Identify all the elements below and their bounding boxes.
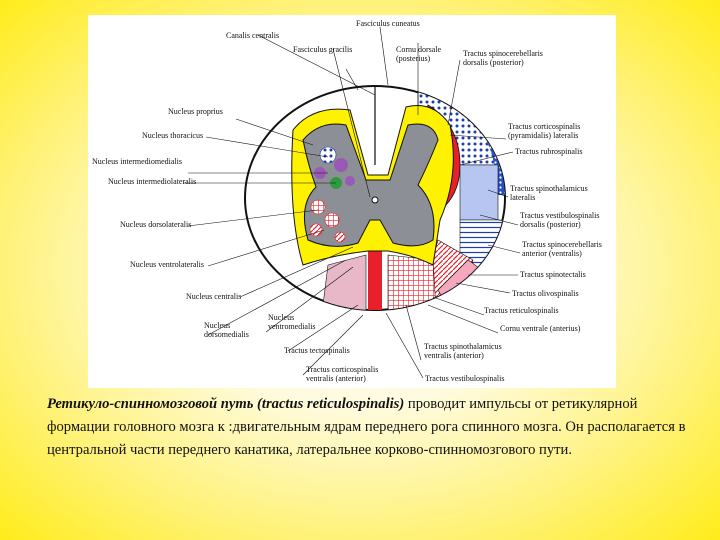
- label-nucleus-dorsolateralis: Nucleus dorsolateralis: [120, 220, 191, 229]
- label-nucleus-intermediolateralis: Nucleus intermediolateralis: [108, 177, 196, 186]
- diagram-labels: Fasciculus cuneatus Canalis centralis Fa…: [92, 19, 602, 383]
- label-spinocerebellaris-dorsalis-2: dorsalis (posterior): [463, 58, 524, 67]
- label-nucleus-proprius: Nucleus proprius: [168, 107, 223, 116]
- label-fasciculus-gracilis: Fasciculus gracilis: [293, 45, 352, 54]
- label-canalis-centralis: Canalis centralis: [226, 31, 279, 40]
- label-nucleus-thoracicus: Nucleus thoracicus: [142, 131, 203, 140]
- label-nucleus-centralis: Nucleus centralis: [186, 292, 241, 301]
- label-nucleus-ventrolateralis: Nucleus ventrolateralis: [130, 260, 204, 269]
- label-fasciculus-cuneatus: Fasciculus cuneatus: [356, 19, 420, 28]
- label-nucleus-dorsomedialis-1: Nucleus: [204, 321, 230, 330]
- label-cornu-dorsale-1: Cornu dorsale: [396, 45, 442, 54]
- label-corticospinalis-ventralis-1: Tractus corticospinalis: [306, 365, 378, 374]
- label-corticospinalis-lateralis-1: Tractus corticospinalis: [508, 122, 580, 131]
- label-nucleus-intermediomedialis: Nucleus intermediomedialis: [92, 157, 182, 166]
- label-tractus-vestibulospinalis: Tractus vestibulospinalis: [425, 374, 504, 383]
- label-vestibulospinalis-dorsalis-2: dorsalis (posterior): [520, 220, 581, 229]
- label-tractus-tectospinalis: Tractus tectospinalis: [284, 346, 350, 355]
- label-spinocerebellaris-anterior-1: Tractus spinocerebellaris: [522, 240, 602, 249]
- caption-text: Ретикуло-спинномозговой путь (tractus re…: [47, 393, 687, 462]
- label-corticospinalis-ventralis-2: ventralis (anterior): [306, 374, 366, 383]
- label-cornu-ventrale: Cornu ventrale (anterius): [500, 324, 581, 333]
- label-spinothalamicus-ventralis-1: Tractus spinothalamicus: [424, 342, 502, 351]
- label-nucleus-dorsomedialis-2: dorsomedialis: [204, 330, 249, 339]
- caption-body: проводит импульсы от ретикулярной формац…: [47, 396, 686, 458]
- label-tractus-olivospinalis: Tractus olivospinalis: [512, 289, 579, 298]
- label-spinothalamicus-lateralis-1: Tractus spinothalamicus: [510, 184, 588, 193]
- label-spinothalamicus-lateralis-2: lateralis: [510, 193, 535, 202]
- label-spinocerebellaris-dorsalis-1: Tractus spinocerebellaris: [463, 49, 543, 58]
- label-tractus-spinotectalis: Tractus spinotectalis: [520, 270, 586, 279]
- label-tractus-rubrospinalis: Tractus rubrospinalis: [515, 147, 582, 156]
- label-vestibulospinalis-dorsalis-1: Tractus vestibulospinalis: [520, 211, 599, 220]
- leader-lines: [183, 26, 521, 379]
- label-nucleus-ventromedialis-1: Nucleus: [268, 313, 294, 322]
- label-tractus-reticulospinalis: Tractus reticulospinalis: [484, 306, 559, 315]
- caption-term: Ретикуло-спинномозговой путь (tractus re…: [47, 396, 405, 412]
- label-cornu-dorsale-2: (posterius): [396, 54, 431, 63]
- label-nucleus-ventromedialis-2: ventromedialis: [268, 322, 316, 331]
- label-corticospinalis-lateralis-2: (pyramidalis) lateralis: [508, 131, 578, 140]
- label-spinothalamicus-ventralis-2: ventralis (anterior): [424, 351, 484, 360]
- central-canal-marker: [371, 196, 379, 204]
- label-spinocerebellaris-anterior-2: anterior (ventralis): [522, 249, 582, 258]
- spinal-cord-diagram: Fasciculus cuneatus Canalis centralis Fa…: [88, 15, 616, 388]
